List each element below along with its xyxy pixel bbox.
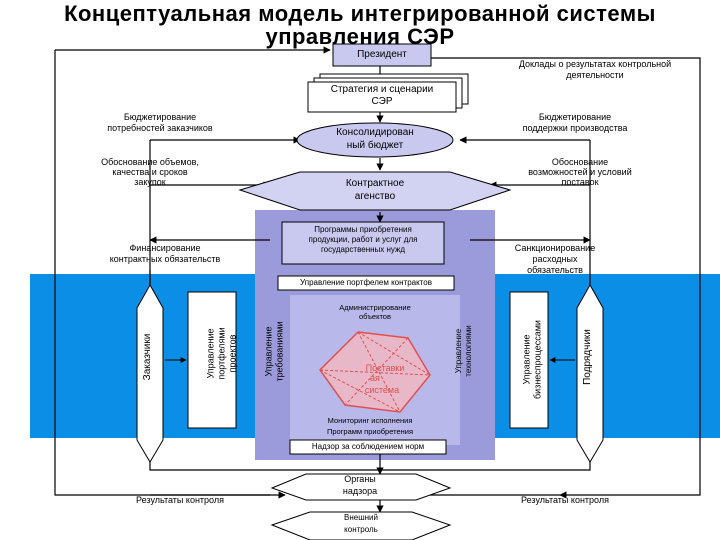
programs-box (281, 221, 445, 265)
programs-label-2: продукции, работ и услуг для (308, 235, 418, 244)
sanction-label-2: расходных (532, 254, 578, 264)
results-left-label: Результаты контроля (136, 495, 224, 505)
programs-label-1: Программы приобретения (314, 225, 412, 234)
contractors-label: Подрядчики (582, 329, 593, 385)
strategy-label-1: Стратегия и сценарии (330, 84, 434, 95)
justify-supply-label-2: возможностей и условий (528, 167, 632, 177)
monitoring-label-2: Программ приобретения (326, 427, 414, 436)
center-pentagon (319, 331, 431, 413)
bizproc-box (509, 291, 549, 429)
justify-supply-label-1: Обоснование (551, 157, 609, 167)
budget-production-label-1: Бюджетирование (538, 112, 612, 122)
agency-label-1: Контрактное (345, 178, 405, 189)
external-label-2: контроль (344, 525, 378, 534)
external-diamond (270, 511, 452, 540)
page-title-line1: Концептуальная модель интегрированной си… (64, 1, 656, 26)
requirements-label-2: требованиями (274, 321, 285, 382)
reports-label-2: деятельности (566, 70, 624, 80)
customers-label: Заказчики (142, 333, 153, 381)
sanction-label-1: Санкционирование (514, 243, 596, 253)
projects-label-3: проектов (227, 334, 238, 373)
organs-diamond (270, 473, 452, 501)
reports-label-1: Доклады о результатах контрольной (518, 59, 672, 69)
center-label-3: система (364, 385, 400, 395)
sanction-label-3: обязательств (527, 265, 583, 275)
justify-volume-label-2: качества и сроков (112, 167, 188, 177)
president-box (332, 43, 432, 67)
portfolio-contracts-box (277, 275, 455, 291)
agency-diamond (238, 171, 512, 211)
budget-ellipse (296, 122, 454, 158)
admin-label-2: объектов (359, 312, 391, 321)
customers-shape (136, 283, 164, 463)
president-label: Президент (357, 49, 407, 60)
projects-box (187, 291, 237, 429)
financing-label-2: контрактных обязательств (109, 254, 221, 264)
center-label-1: Поставки (365, 363, 405, 373)
budget-label-1: Консолидирован (336, 127, 414, 138)
strategy-stack (307, 73, 469, 113)
budget-customers-label-2: потребностей заказчиков (107, 123, 213, 133)
budget-production-label-2: поддержки производства (522, 123, 628, 133)
strategy-label-2: СЭР (371, 96, 393, 107)
portfolio-contracts-label: Управление портфелем контрактов (300, 278, 432, 287)
bizproc-label-2: бизнеспроцессами (532, 320, 543, 399)
external-label-1: Внешний (344, 513, 378, 522)
oversight-box (289, 439, 447, 455)
oversight-label: Надзор за соблюдением норм (311, 442, 425, 451)
programs-label-3: государственных нужд (320, 245, 406, 254)
admin-label-1: Администрирование (339, 303, 411, 312)
agency-label-2: агенство (354, 191, 396, 202)
justify-volume-label-1: Обоснование объемов, (101, 157, 199, 167)
organs-label-1: Органы (344, 474, 376, 484)
contractors-shape (576, 283, 604, 463)
justify-volume-label-3: закупок (134, 177, 166, 187)
monitoring-label-1: Мониторинг исполнения (327, 416, 413, 425)
financing-label-1: Финансирование (129, 243, 201, 253)
page-title-line2: управления СЭР (265, 24, 455, 49)
tech-label-2: технологиями (464, 325, 473, 377)
justify-supply-label-3: поставок (561, 177, 599, 187)
results-right-label: Результаты контроля (521, 495, 609, 505)
organs-label-2: надзора (342, 486, 378, 496)
budget-label-2: ный бюджет (346, 140, 404, 151)
center-label-2: ая (370, 373, 380, 383)
budget-customers-label-1: Бюджетирование (123, 112, 197, 122)
